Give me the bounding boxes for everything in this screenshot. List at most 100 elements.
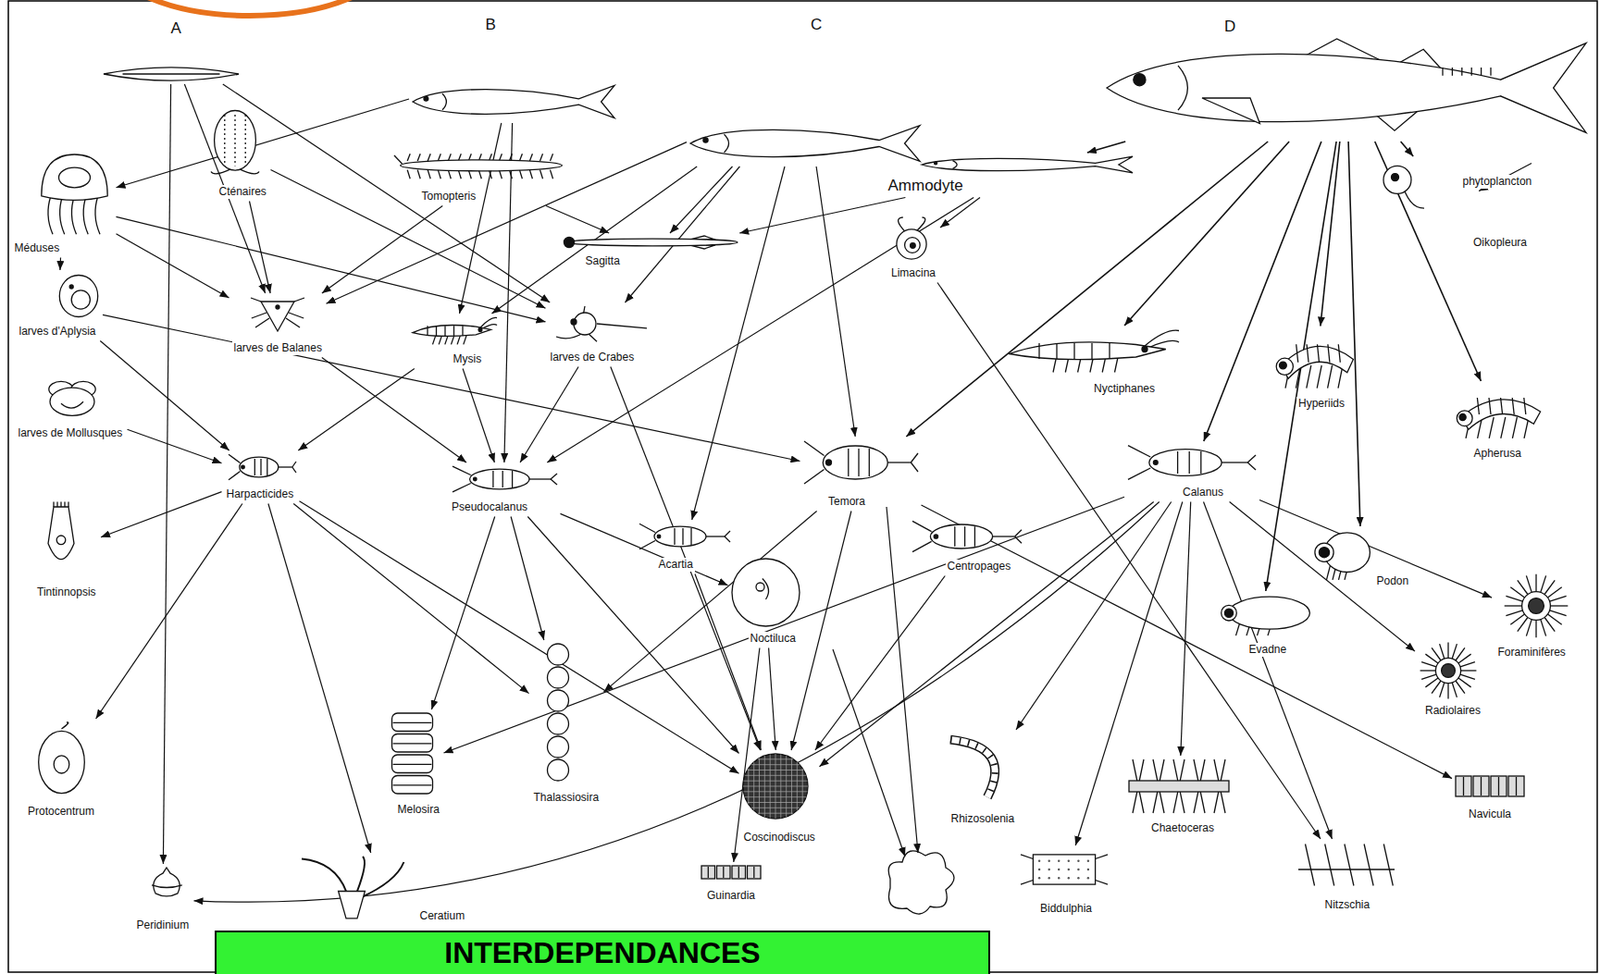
feeding-arrow (527, 517, 739, 755)
organism-drawing (1378, 159, 1426, 211)
organism-node: Protocentrum (23, 719, 100, 822)
organism-node: Oikopleura (1376, 156, 1532, 253)
feeding-arrow (223, 84, 550, 303)
organism-node: Melosira (384, 709, 445, 820)
organism-drawing (731, 558, 801, 628)
organism-label: Apherusa (1472, 446, 1524, 461)
organism-label: Protocentrum (25, 805, 97, 819)
diagram-title: INTERDEPENDANCES (444, 936, 760, 971)
organism-drawing (1312, 529, 1373, 582)
organism-node: Mysis (407, 313, 501, 370)
feeding-arrow (100, 492, 223, 538)
organism-drawing (742, 753, 809, 820)
feeding-arrow (1320, 141, 1340, 327)
organism-node: Navicula (1451, 772, 1528, 825)
feeding-arrow (444, 496, 1126, 754)
organism-node: Calanus (1124, 441, 1260, 503)
organism-label: Nyctiphanes (1091, 382, 1157, 397)
organism-label: Noctiluca (748, 632, 798, 646)
organism-node: Nitzschia (1294, 839, 1399, 916)
organism-drawing (890, 215, 933, 262)
feeding-arrow (162, 84, 171, 865)
organism-label: Centropages (945, 559, 1014, 574)
column-letter: B (483, 14, 498, 35)
organism-node: B (409, 12, 619, 125)
feeding-arrow (940, 198, 980, 228)
organism-label: Podon (1375, 574, 1412, 589)
feeding-arrow (625, 166, 741, 303)
organism-drawing (689, 123, 921, 164)
organism-node: Coscinodiscus (739, 750, 820, 848)
feeding-arrow (322, 358, 467, 464)
feeding-arrow (1087, 141, 1126, 153)
organism-drawing (101, 66, 241, 82)
feeding-arrow (431, 517, 495, 711)
organism-drawing (1207, 594, 1315, 637)
organism-drawing (1019, 848, 1109, 892)
organism-drawing (555, 305, 648, 343)
organism-node: C (686, 12, 924, 168)
feeding-arrow (271, 170, 546, 310)
feeding-arrow (1180, 502, 1191, 757)
organism-label: Harpacticides (224, 487, 297, 502)
organism-label: Sagitta (583, 254, 622, 269)
organism-label: larves de Balanes (232, 341, 324, 356)
organism-drawing (44, 378, 100, 418)
organism-node: Pseudocalanus (446, 462, 561, 518)
orange-ring (111, 0, 389, 16)
feeding-arrow (194, 502, 1160, 904)
organism-drawing (638, 522, 732, 551)
feeding-arrow (669, 166, 733, 234)
feeding-arrow (326, 142, 688, 305)
organism-node: phytoplancton (1458, 172, 1538, 192)
feeding-line (832, 649, 906, 857)
organism-drawing (1127, 444, 1257, 482)
organism-label: Hyperiids (1296, 396, 1347, 411)
title-box: INTERDEPENDANCES (214, 930, 991, 974)
organism-node: Hyperiids (1269, 326, 1364, 414)
feeding-arrow (299, 501, 740, 775)
organism-node: larves de Balanes (229, 293, 327, 359)
organism-node: D (1103, 13, 1590, 143)
frame-border (8, 0, 1598, 973)
organism-label: Guinardia (705, 889, 757, 904)
feeding-arrow (116, 234, 230, 298)
organism-node: Nyctiphanes (1001, 325, 1183, 399)
feeding-arrow (815, 576, 945, 752)
organism-node: Foraminifères (1491, 570, 1581, 663)
organism-node: Noctiluca (728, 555, 804, 649)
organism-drawing (948, 732, 1014, 804)
organism-node: A (99, 15, 244, 86)
organism-label: Calanus (1180, 485, 1226, 500)
organism-node: Chaetoceras (1125, 756, 1233, 839)
organism-drawing (249, 296, 306, 334)
organism-drawing (296, 855, 408, 921)
organism-label: phytoplancton (1461, 174, 1535, 189)
organism-drawing (209, 109, 261, 179)
column-letter: Ammodyte (886, 175, 966, 196)
feeding-line (886, 507, 918, 854)
organism-drawing (1004, 328, 1180, 375)
organism-label: larves de Mollusques (16, 426, 125, 441)
organism-node: larves d'Aplysia (14, 270, 104, 342)
organism-node: larves de Mollusques (13, 375, 128, 444)
feeding-arrow (268, 504, 372, 855)
feeding-arrow (504, 123, 513, 463)
organism-label: Thalassiosira (532, 791, 602, 806)
organism-label: Biddulphia (1038, 902, 1094, 917)
organism-drawing (57, 272, 100, 320)
organism-drawing (227, 453, 298, 482)
organism-drawing (1272, 329, 1361, 390)
organism-label: Temora (826, 495, 868, 509)
organism-node: Rhizosolenia (945, 730, 1020, 830)
organism-label: Oikopleura (1471, 235, 1529, 250)
feeding-arrow (102, 314, 801, 461)
organism-drawing (1297, 842, 1396, 889)
organism-drawing (393, 152, 570, 181)
organism-drawing (1417, 642, 1479, 700)
organism-drawing (409, 316, 498, 347)
feeding-arrow (546, 198, 974, 464)
organism-drawing (36, 721, 87, 796)
organism-label: larves d'Aplysia (17, 324, 99, 339)
organism-node: Thalassiosira (529, 640, 605, 808)
